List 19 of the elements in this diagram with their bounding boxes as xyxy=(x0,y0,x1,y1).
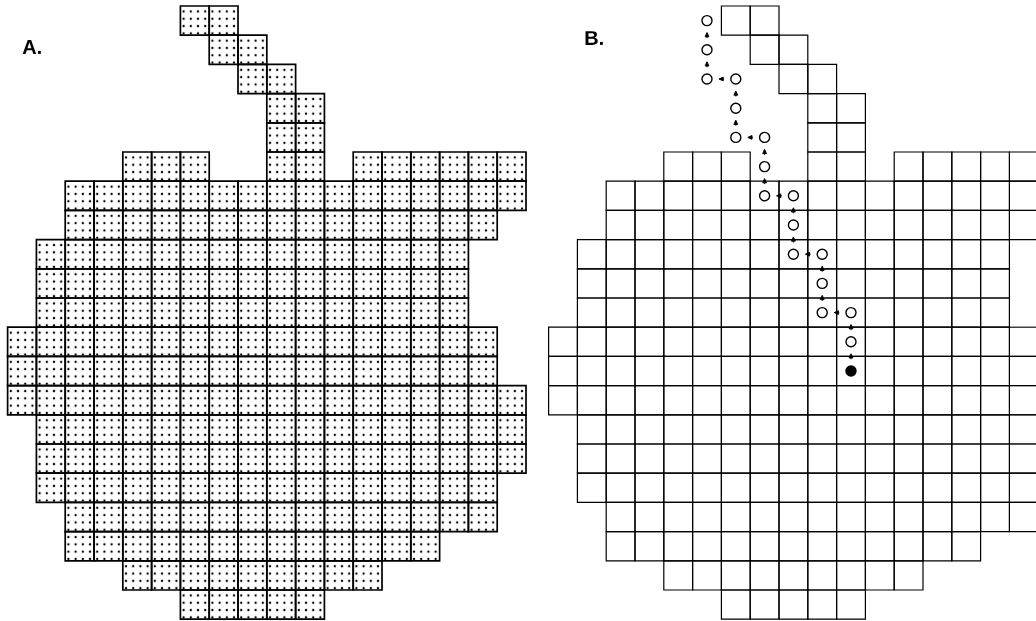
arrow xyxy=(833,310,840,315)
arrow xyxy=(718,76,725,82)
panel-label: A. xyxy=(22,40,41,54)
arrow xyxy=(704,61,710,68)
arrow xyxy=(733,90,739,97)
arrow xyxy=(791,207,796,214)
arrow xyxy=(762,148,767,156)
arrow xyxy=(776,193,783,199)
arrow xyxy=(819,294,825,302)
arrow xyxy=(848,353,854,360)
arrow xyxy=(804,251,811,257)
panel-label: B. xyxy=(585,31,603,45)
arrow xyxy=(704,32,710,39)
arrow xyxy=(762,178,767,185)
arrow xyxy=(848,324,854,331)
arrow xyxy=(819,265,825,273)
arrow xyxy=(733,119,739,127)
arrow xyxy=(791,236,796,243)
arrow xyxy=(747,135,754,140)
